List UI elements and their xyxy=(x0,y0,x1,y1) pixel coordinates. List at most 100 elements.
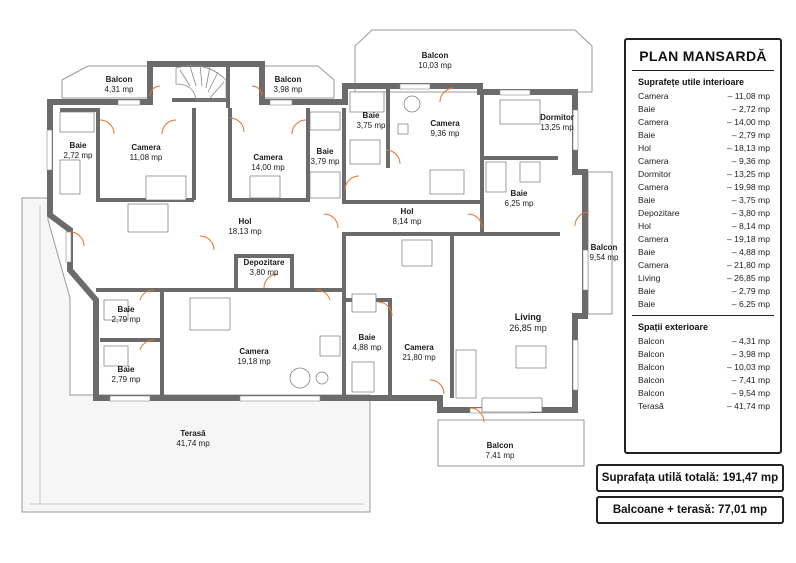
legend-row: Baie – 6,25 mp xyxy=(626,298,780,311)
legend-room-name: Baie xyxy=(638,130,656,140)
legend-room-name: Depozitare xyxy=(638,208,680,218)
legend-room-area: – 19,18 mp xyxy=(727,234,770,244)
legend-room-area: – 14,00 mp xyxy=(727,117,770,127)
legend-room-name: Camera xyxy=(638,182,669,192)
legend-room-name: Terasă xyxy=(638,401,664,411)
legend-room-area: – 6,25 mp xyxy=(731,299,770,309)
terrace-outline xyxy=(21,197,371,513)
legend-room-area: – 26,85 mp xyxy=(727,273,770,283)
legend-row: Hol – 18,13 mp xyxy=(626,142,780,155)
legend-room-area: – 19,98 mp xyxy=(727,182,770,192)
legend-row: Baie – 3,75 mp xyxy=(626,194,780,207)
exterior-list: Balcon – 4,31 mp Balcon – 3,98 mp Balcon – 10… xyxy=(626,335,780,413)
legend-title: PLAN MANSARDĂ xyxy=(639,48,767,64)
legend-row: Baie – 2,79 mp xyxy=(626,129,780,142)
balcony-outline-top-right xyxy=(354,29,593,93)
legend-room-area: – 2,79 mp xyxy=(731,286,770,296)
legend-room-name: Baie xyxy=(638,104,656,114)
area-legend: PLAN MANSARDĂ Suprafețe utile interioare… xyxy=(624,38,782,454)
legend-room-area: – 2,72 mp xyxy=(731,104,770,114)
legend-row: Camera – 14,00 mp xyxy=(626,116,780,129)
legend-room-area: – 2,79 mp xyxy=(731,130,770,140)
legend-room-area: – 3,80 mp xyxy=(731,208,770,218)
balcony-outline-bottom xyxy=(437,419,585,467)
legend-row: Hol – 8,14 mp xyxy=(626,220,780,233)
legend-room-name: Balcon xyxy=(638,362,665,372)
legend-room-name: Hol xyxy=(638,143,651,153)
legend-room-area: – 4,88 mp xyxy=(731,247,770,257)
legend-row: Baie – 2,72 mp xyxy=(626,103,780,116)
legend-room-area: – 4,31 mp xyxy=(731,336,770,346)
legend-room-area: – 21,80 mp xyxy=(727,260,770,270)
legend-row: Baie – 4,88 mp xyxy=(626,246,780,259)
legend-room-name: Balcon xyxy=(638,349,665,359)
legend-room-area: – 9,36 mp xyxy=(731,156,770,166)
interior-heading: Suprafețe utile interioare xyxy=(638,77,745,87)
legend-row: Camera – 19,18 mp xyxy=(626,233,780,246)
legend-room-name: Balcon xyxy=(638,336,665,346)
legend-room-name: Camera xyxy=(638,234,669,244)
legend-row: Balcon – 4,31 mp xyxy=(626,335,780,348)
legend-room-name: Camera xyxy=(638,117,669,127)
staircase xyxy=(175,63,227,101)
legend-row: Camera– 11,08 mp xyxy=(626,90,780,103)
legend-room-area: – 18,13 mp xyxy=(727,143,770,153)
legend-divider xyxy=(632,70,774,71)
legend-room-area: – 10,03 mp xyxy=(727,362,770,372)
legend-room-area: – 3,98 mp xyxy=(731,349,770,359)
legend-room-area: – 3,75 mp xyxy=(731,195,770,205)
legend-room-name: Hol xyxy=(638,221,651,231)
legend-room-name: Baie xyxy=(638,247,656,257)
legend-room-name: Balcon xyxy=(638,375,665,385)
legend-room-area: – 8,14 mp xyxy=(731,221,770,231)
legend-row: Balcon – 10,03 mp xyxy=(626,361,780,374)
legend-row: Camera – 9,36 mp xyxy=(626,155,780,168)
legend-room-name: Living xyxy=(638,273,661,283)
legend-divider xyxy=(632,315,774,316)
doors xyxy=(69,85,590,423)
legend-room-name: Baie xyxy=(638,286,656,296)
legend-room-name: Balcon xyxy=(638,388,665,398)
exterior-heading: Spații exterioare xyxy=(638,322,709,332)
legend-row: Living – 26,85 mp xyxy=(626,272,780,285)
legend-row: Balcon – 7,41 mp xyxy=(626,374,780,387)
legend-room-name: Camera xyxy=(638,156,669,166)
legend-row: Balcon – 3,98 mp xyxy=(626,348,780,361)
legend-row: Dormitor– 13,25 mp xyxy=(626,168,780,181)
legend-row: Depozitare – 3,80 mp xyxy=(626,207,780,220)
legend-room-name: Baie xyxy=(638,299,656,309)
total-exterior-area: Balcoane + terasă: 77,01 mp xyxy=(596,496,784,524)
legend-row: Baie – 2,79 mp xyxy=(626,285,780,298)
legend-room-name: Baie xyxy=(638,195,656,205)
legend-row: Camera– 21,80 mp xyxy=(626,259,780,272)
legend-room-area: – 7,41 mp xyxy=(731,375,770,385)
legend-row: Camera – 19,98 mp xyxy=(626,181,780,194)
legend-room-name: Camera xyxy=(638,91,669,101)
legend-row: Terasă– 41,74 mp xyxy=(626,400,780,413)
